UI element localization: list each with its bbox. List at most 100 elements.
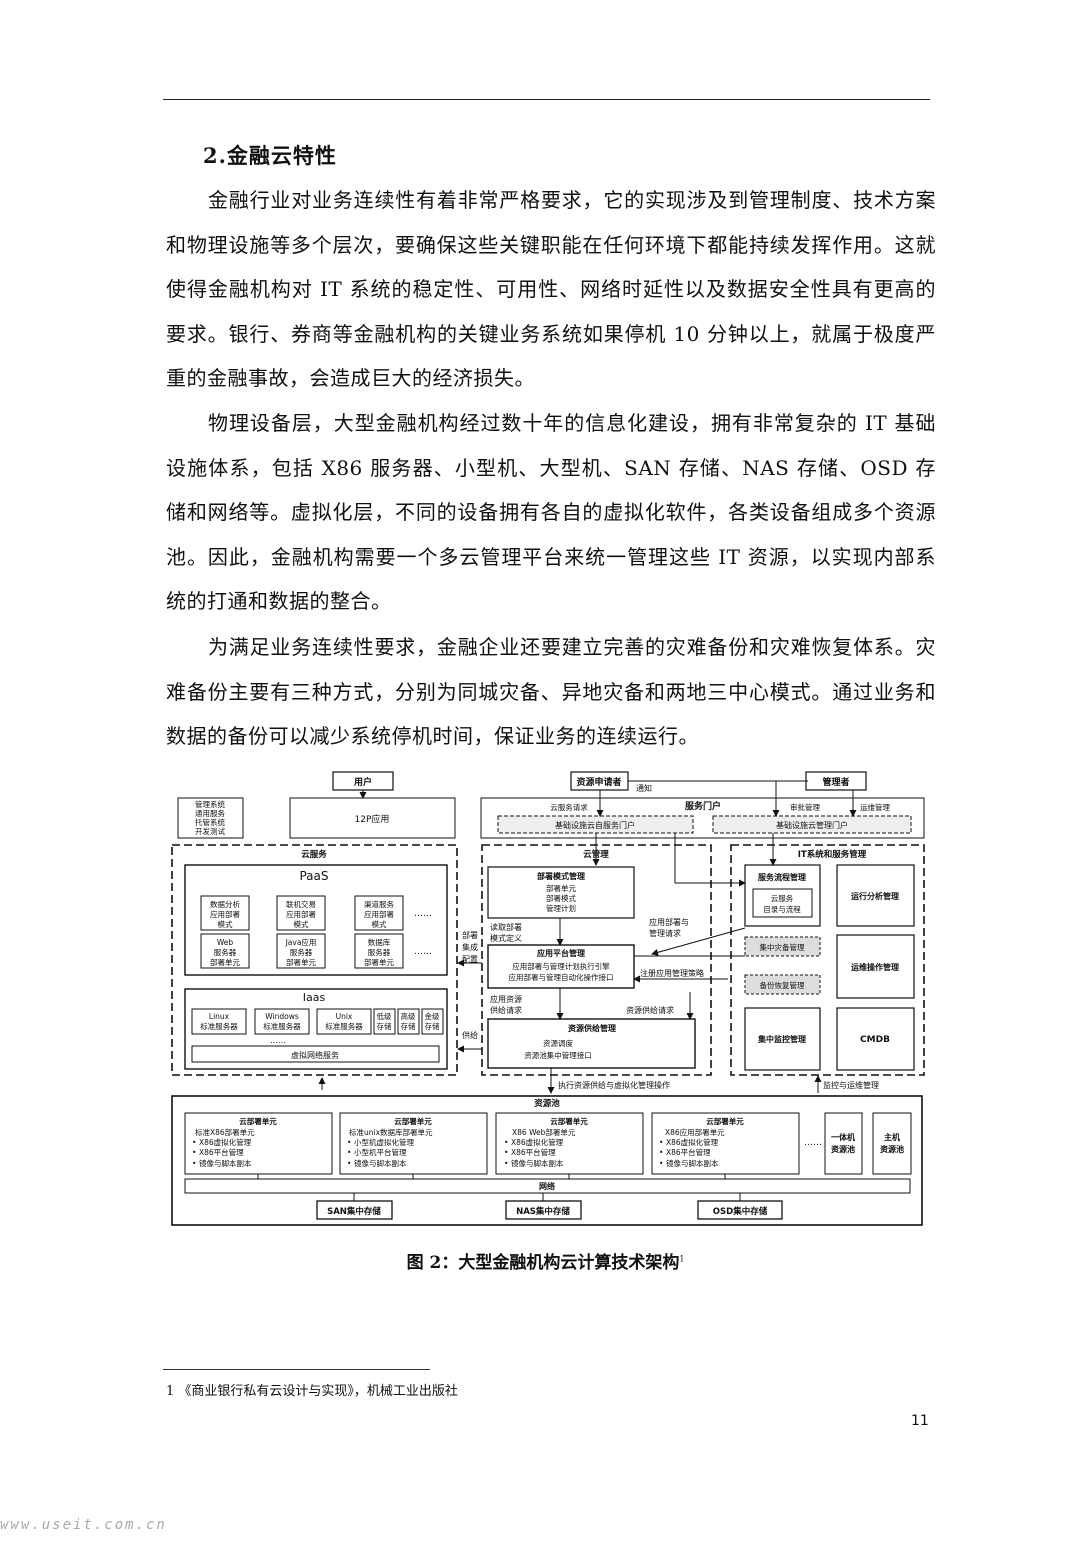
virtual-network-label: 虚拟网络服务 [291,1050,339,1060]
svg-text:•: • [659,1138,663,1147]
storage-item-2-line-1: 高级 [401,1011,416,1021]
approval-mgmt-label: 审批管理 [790,802,820,812]
svg-text:•: • [347,1138,351,1147]
iaas-item-1-line-1: Linux [209,1012,230,1021]
app-platform-item-2: 应用部署与管理自动化操作接口 [509,972,614,982]
all-in-one-line-2: 资源池 [831,1144,855,1154]
cloud-service-request-label: 云服务请求 [550,802,588,812]
all-in-one-line-1: 一体机 [831,1132,855,1142]
paas-item-4-line-1: Web [217,938,234,947]
cloud-catalog-box [752,888,813,918]
cloud-mgmt-label: 云管理 [583,849,609,860]
dr-mgmt-box [744,936,821,957]
svg-text:•: • [347,1148,351,1157]
figure-caption: 图 2：大型金融机构云计算技术架构1 [0,1248,1091,1273]
service-portal-box [480,797,925,839]
deploy-unit-3-item-2: X86平台管理 [511,1147,556,1157]
paas-item-1-line-3: 模式 [218,919,233,929]
iaas-item-3-line-2: 标准服务器 [325,1021,363,1031]
paas-item-4 [200,933,250,969]
ops-mgmt-label: 运维管理 [860,802,890,812]
paragraph-1: 金融行业对业务连续性有着非常严格要求，它的实现涉及到管理制度、技术方案和物理设施… [166,188,936,391]
iaas-item-2 [254,1008,310,1035]
deploy-unit-3-item-3: 镜像与脚本副本 [511,1158,564,1168]
iaas-box [184,988,448,1070]
deploy-unit-3-sub: X86 Web部署单元 [512,1127,576,1137]
deploy-mode-item-2: 部署模式 [546,893,576,903]
deploy-unit-2-sub: 标准unix数据库部署单元 [349,1127,433,1137]
deploy-unit-2-item-3: 镜像与脚本副本 [354,1158,407,1168]
footnote-rule [163,1369,430,1370]
deploy-unit-2-title: 云部署单元 [394,1116,432,1126]
admin-label: 管理者 [822,776,849,788]
paas-item-4-line-2: 服务器 [214,947,237,957]
deploy-unit-4-item-1: X86虚拟化管理 [666,1137,719,1147]
dr-mgmt-label: 集中灾备管理 [760,942,805,952]
pool-ellipsis: …… [804,1138,822,1148]
storage-item-2 [397,1008,420,1035]
supply-label: 供给 [462,1030,478,1040]
deploy-unit-1-item-3: 镜像与脚本副本 [199,1158,252,1168]
read-deploy-line-1: 读取部署 [490,922,522,932]
deploy-unit-4-title: 云部署单元 [706,1116,744,1126]
caption-footnote-ref[interactable]: 1 [679,1254,685,1264]
osd-storage-label: OSD集中存储 [713,1206,768,1217]
deploy-unit-3-item-1: X86虚拟化管理 [511,1137,564,1147]
mgmt-portal-box [712,815,912,834]
paragraph-2: 物理设备层，大型金融机构经过数十年的信息化建设，拥有非常复杂的 IT 基础设施体… [166,411,936,614]
resource-supply-request-label: 资源供给请求 [626,1005,674,1015]
iaas-item-2-line-2: 标准服务器 [263,1021,301,1031]
paas-item-4-line-3: 部署单元 [210,957,240,967]
applicant-label: 资源申请者 [576,776,621,788]
paas-item-5 [276,933,326,969]
resource-supply-box [487,1018,696,1069]
ops-analysis-box [836,864,915,927]
cloud-catalog-line-2: 目录与流程 [763,904,801,914]
all-in-one-box [824,1112,863,1175]
page-number: 11 [911,1413,929,1429]
left-stack-text-4: 开发测试 [195,826,225,836]
resource-supply-item-1: 资源调度 [543,1038,573,1048]
resource-supply-label: 资源供给管理 [568,1023,616,1033]
architecture-diagram: 用户 资源申请者 管理者 通知 管理系统 通用服务 托管系统 开发测试 12P应… [168,768,926,1230]
iaas-item-3 [316,1008,372,1035]
paas-item-1-line-2: 应用部署 [210,909,240,919]
resource-pool-label: 资源池 [534,1098,560,1109]
resource-supply-item-2: 资源池集中管理接口 [524,1050,592,1060]
deploy-config-line-3: 配置 [462,955,478,964]
app-deploy-request-line-1: 应用部署与 [649,917,689,927]
watermark: www.useit.com.cn [0,1517,167,1533]
paas-box [184,864,448,976]
svg-text:•: • [659,1148,663,1157]
svg-text:•: • [192,1159,196,1168]
cloud-mgmt-group [481,844,712,1076]
service-process-label: 服务流程管理 [758,872,806,882]
cmdb-box [836,1007,915,1071]
left-stack-text-2: 通用服务 [195,808,225,818]
deploy-unit-1-title: 云部署单元 [239,1116,277,1126]
register-app-label: 注册应用管理策略 [640,968,704,978]
paas-item-5-line-3: 部署单元 [286,957,316,967]
exec-label: 执行资源供给与虚拟化管理操作 [558,1080,670,1090]
svg-text:•: • [504,1159,508,1168]
paas-item-5-line-1: Java应用 [285,937,317,947]
paas-item-3-line-1: 渠道服务 [364,899,394,909]
paas-item-2 [276,895,326,931]
deploy-mode-box [487,866,635,919]
deploy-unit-1-sub: 标准X86部署单元 [195,1127,255,1137]
user-label: 用户 [353,776,372,788]
network-label: 网络 [539,1181,555,1191]
monitor-label: 监控与运维管理 [823,1080,879,1090]
ops-analysis-label: 运行分析管理 [851,891,899,901]
paas-item-6-line-1: 数据库 [368,937,391,947]
app-platform-item-1: 应用部署与管理计划执行引擎 [512,961,610,971]
mainframe-line-2: 资源池 [880,1144,904,1154]
svg-text:•: • [192,1148,196,1157]
self-portal-label: 基础设施云自服务门户 [555,820,635,830]
storage-item-1-line-1: 低级 [377,1011,392,1021]
deploy-unit-4-sub: X86应用部署单元 [665,1127,725,1137]
paas-item-6-line-2: 服务器 [368,947,391,957]
ops-operation-label: 运维操作管理 [851,962,899,972]
iaas-item-1 [191,1008,247,1035]
paas-item-1 [200,895,250,931]
